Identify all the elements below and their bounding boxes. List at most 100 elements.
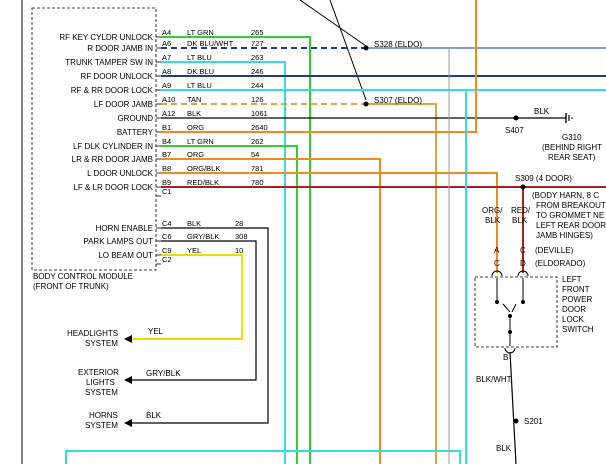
body-harness-note-3: TO GROMMET NE bbox=[536, 211, 604, 220]
pin-wire-color: DK BLU bbox=[187, 67, 214, 76]
pin-id: A4 bbox=[162, 28, 171, 37]
splice-s407 bbox=[513, 115, 519, 121]
body-harness-note-1: (BODY HARN, 8 C bbox=[532, 191, 599, 200]
arrow-horns bbox=[124, 419, 132, 427]
headlights-system-label-1: HEADLIGHTS bbox=[67, 329, 118, 338]
headlights-system-label-2: SYSTEM bbox=[85, 339, 118, 348]
exterior-lights-label-1: EXTERIOR bbox=[78, 368, 119, 377]
horns-system-label-1: HORNS bbox=[89, 411, 118, 420]
wire-top-diagonal-b bbox=[329, 0, 367, 101]
splice-s309 bbox=[520, 184, 526, 190]
pin-circuit-number: 263 bbox=[251, 53, 264, 62]
pin-id: C4 bbox=[162, 219, 172, 228]
body-harness-note-2: FROM BREAKOUT bbox=[536, 201, 606, 210]
ground-location-2: REAR SEAT) bbox=[548, 153, 596, 162]
exterior-lights-wire-label: GRY/BLK bbox=[146, 369, 181, 378]
wire-c9-yel bbox=[128, 254, 243, 340]
wire-b7-org bbox=[161, 158, 381, 464]
pin-circuit-number: 265 bbox=[251, 28, 264, 37]
wire-top-diagonal-a bbox=[299, 0, 367, 47]
pin-wire-color: LT BLU bbox=[187, 81, 212, 90]
horns-wire-label: BLK bbox=[146, 411, 162, 420]
pin-function-label: R DOOR JAMB IN bbox=[87, 44, 153, 53]
wire-b9-red-blk bbox=[161, 186, 524, 273]
out-wire-label: BLK/WHT bbox=[476, 375, 512, 384]
module-location: (FRONT OF TRUNK) bbox=[33, 282, 109, 291]
pin-circuit-number: 781 bbox=[251, 164, 264, 173]
connector-c-icon bbox=[517, 270, 529, 277]
pin-wire-color: ORG/BLK bbox=[187, 164, 220, 173]
deville-label: (DEVILLE) bbox=[535, 246, 574, 255]
wire-b8-org-blk bbox=[161, 172, 498, 273]
pin-circuit-number: 126 bbox=[251, 95, 264, 104]
pin-c-eldo-label: C bbox=[494, 259, 500, 268]
door-wire-a-color-2: BLK bbox=[485, 216, 501, 225]
pin-id: A12 bbox=[162, 109, 175, 118]
pin-id: A7 bbox=[162, 53, 171, 62]
pin-function-label: PARK LAMPS OUT bbox=[83, 237, 153, 246]
pin-wire-color: ORG bbox=[187, 150, 204, 159]
eldorado-label: (ELDORADO) bbox=[535, 259, 586, 268]
pin-function-label: LF & LR DOOR LOCK bbox=[73, 183, 153, 192]
pin-circuit-number: 727 bbox=[251, 39, 264, 48]
ground-icon bbox=[565, 113, 573, 123]
bottom-wire-label: BLK bbox=[496, 444, 512, 453]
wire-a4-lt-grn bbox=[161, 36, 311, 464]
pin-wire-color: TAN bbox=[187, 95, 201, 104]
pin-b-label: B bbox=[503, 353, 508, 362]
pin-wire-color: BLK bbox=[187, 109, 201, 118]
pin-circuit-number: 10 bbox=[235, 246, 243, 255]
headlights-wire-label: YEL bbox=[148, 327, 164, 336]
switch-label-1: LEFT bbox=[562, 275, 582, 284]
ground-location-1: (BEHIND RIGHT bbox=[542, 143, 602, 152]
pin-function-label: LF DOOR JAMB bbox=[94, 100, 153, 109]
door-wire-a-color-1: ORG/ bbox=[482, 206, 503, 215]
pin-wire-color: LT GRN bbox=[187, 28, 214, 37]
pin-d-label: D bbox=[520, 259, 526, 268]
pin-circuit-number: 246 bbox=[251, 67, 264, 76]
pin-id: C1 bbox=[162, 187, 172, 196]
pin-function-label: RF DOOR UNLOCK bbox=[81, 72, 154, 81]
exterior-lights-label-2: LIGHTS bbox=[86, 378, 115, 387]
pin-circuit-number: 262 bbox=[251, 137, 264, 146]
pin-circuit-number: 1061 bbox=[251, 109, 268, 118]
pin-wire-color: YEL bbox=[187, 246, 201, 255]
pin-function-label: BATTERY bbox=[117, 128, 154, 137]
door-lock-switch-box bbox=[474, 276, 558, 348]
connector-a-icon bbox=[491, 270, 503, 277]
pin-circuit-number: 244 bbox=[251, 81, 264, 90]
pin-function-label: LO BEAM OUT bbox=[98, 251, 153, 260]
pin-function-label: RF KEY CYLDR UNLOCK bbox=[59, 33, 153, 42]
splice-s309-label: S309 (4 DOOR) bbox=[515, 174, 572, 183]
pin-circuit-number: 28 bbox=[235, 219, 243, 228]
pin-id: C2 bbox=[162, 255, 172, 264]
exterior-lights-label-3: SYSTEM bbox=[85, 388, 118, 397]
pin-id: A8 bbox=[162, 67, 171, 76]
pin-circuit-number: 54 bbox=[251, 150, 259, 159]
pin-circuit-number: 780 bbox=[251, 178, 264, 187]
pin-circuit-number: 2640 bbox=[251, 123, 268, 132]
pin-wire-color: LT BLU bbox=[187, 53, 212, 62]
arrow-exterior-lights bbox=[124, 376, 132, 384]
door-wire-b-color-2: BLK bbox=[512, 216, 528, 225]
splice-s307 bbox=[363, 101, 369, 107]
splice-s328-label: S328 (ELDO) bbox=[374, 40, 422, 49]
pin-wire-color: ORG bbox=[187, 123, 204, 132]
body-harness-note-5: JAMB HINGES) bbox=[536, 231, 593, 240]
pin-wire-color: RED/BLK bbox=[187, 178, 219, 187]
splice-s201-label: S201 bbox=[524, 417, 543, 426]
pin-function-label: RF & RR DOOR LOCK bbox=[71, 86, 154, 95]
pin-function-label: TRUNK TAMPER SW IN bbox=[65, 58, 153, 67]
body-harness-note-4: LEFT REAR DOOR bbox=[536, 221, 606, 230]
pin-circuit-number: 308 bbox=[235, 232, 248, 241]
wire-c4-blk bbox=[128, 227, 269, 424]
body-control-module-box bbox=[31, 7, 157, 271]
door-wire-b-color-1: RED/ bbox=[511, 206, 531, 215]
splice-s307-label: S307 (ELDO) bbox=[374, 96, 422, 105]
pin-id: C9 bbox=[162, 246, 172, 255]
switch-label-2: FRONT bbox=[562, 285, 590, 294]
pin-wire-color: DK BLU/WHT bbox=[187, 39, 234, 48]
pin-function-label: HORN ENABLE bbox=[96, 224, 153, 233]
switch-label-5: LOCK bbox=[562, 315, 584, 324]
pin-id: B4 bbox=[162, 137, 171, 146]
